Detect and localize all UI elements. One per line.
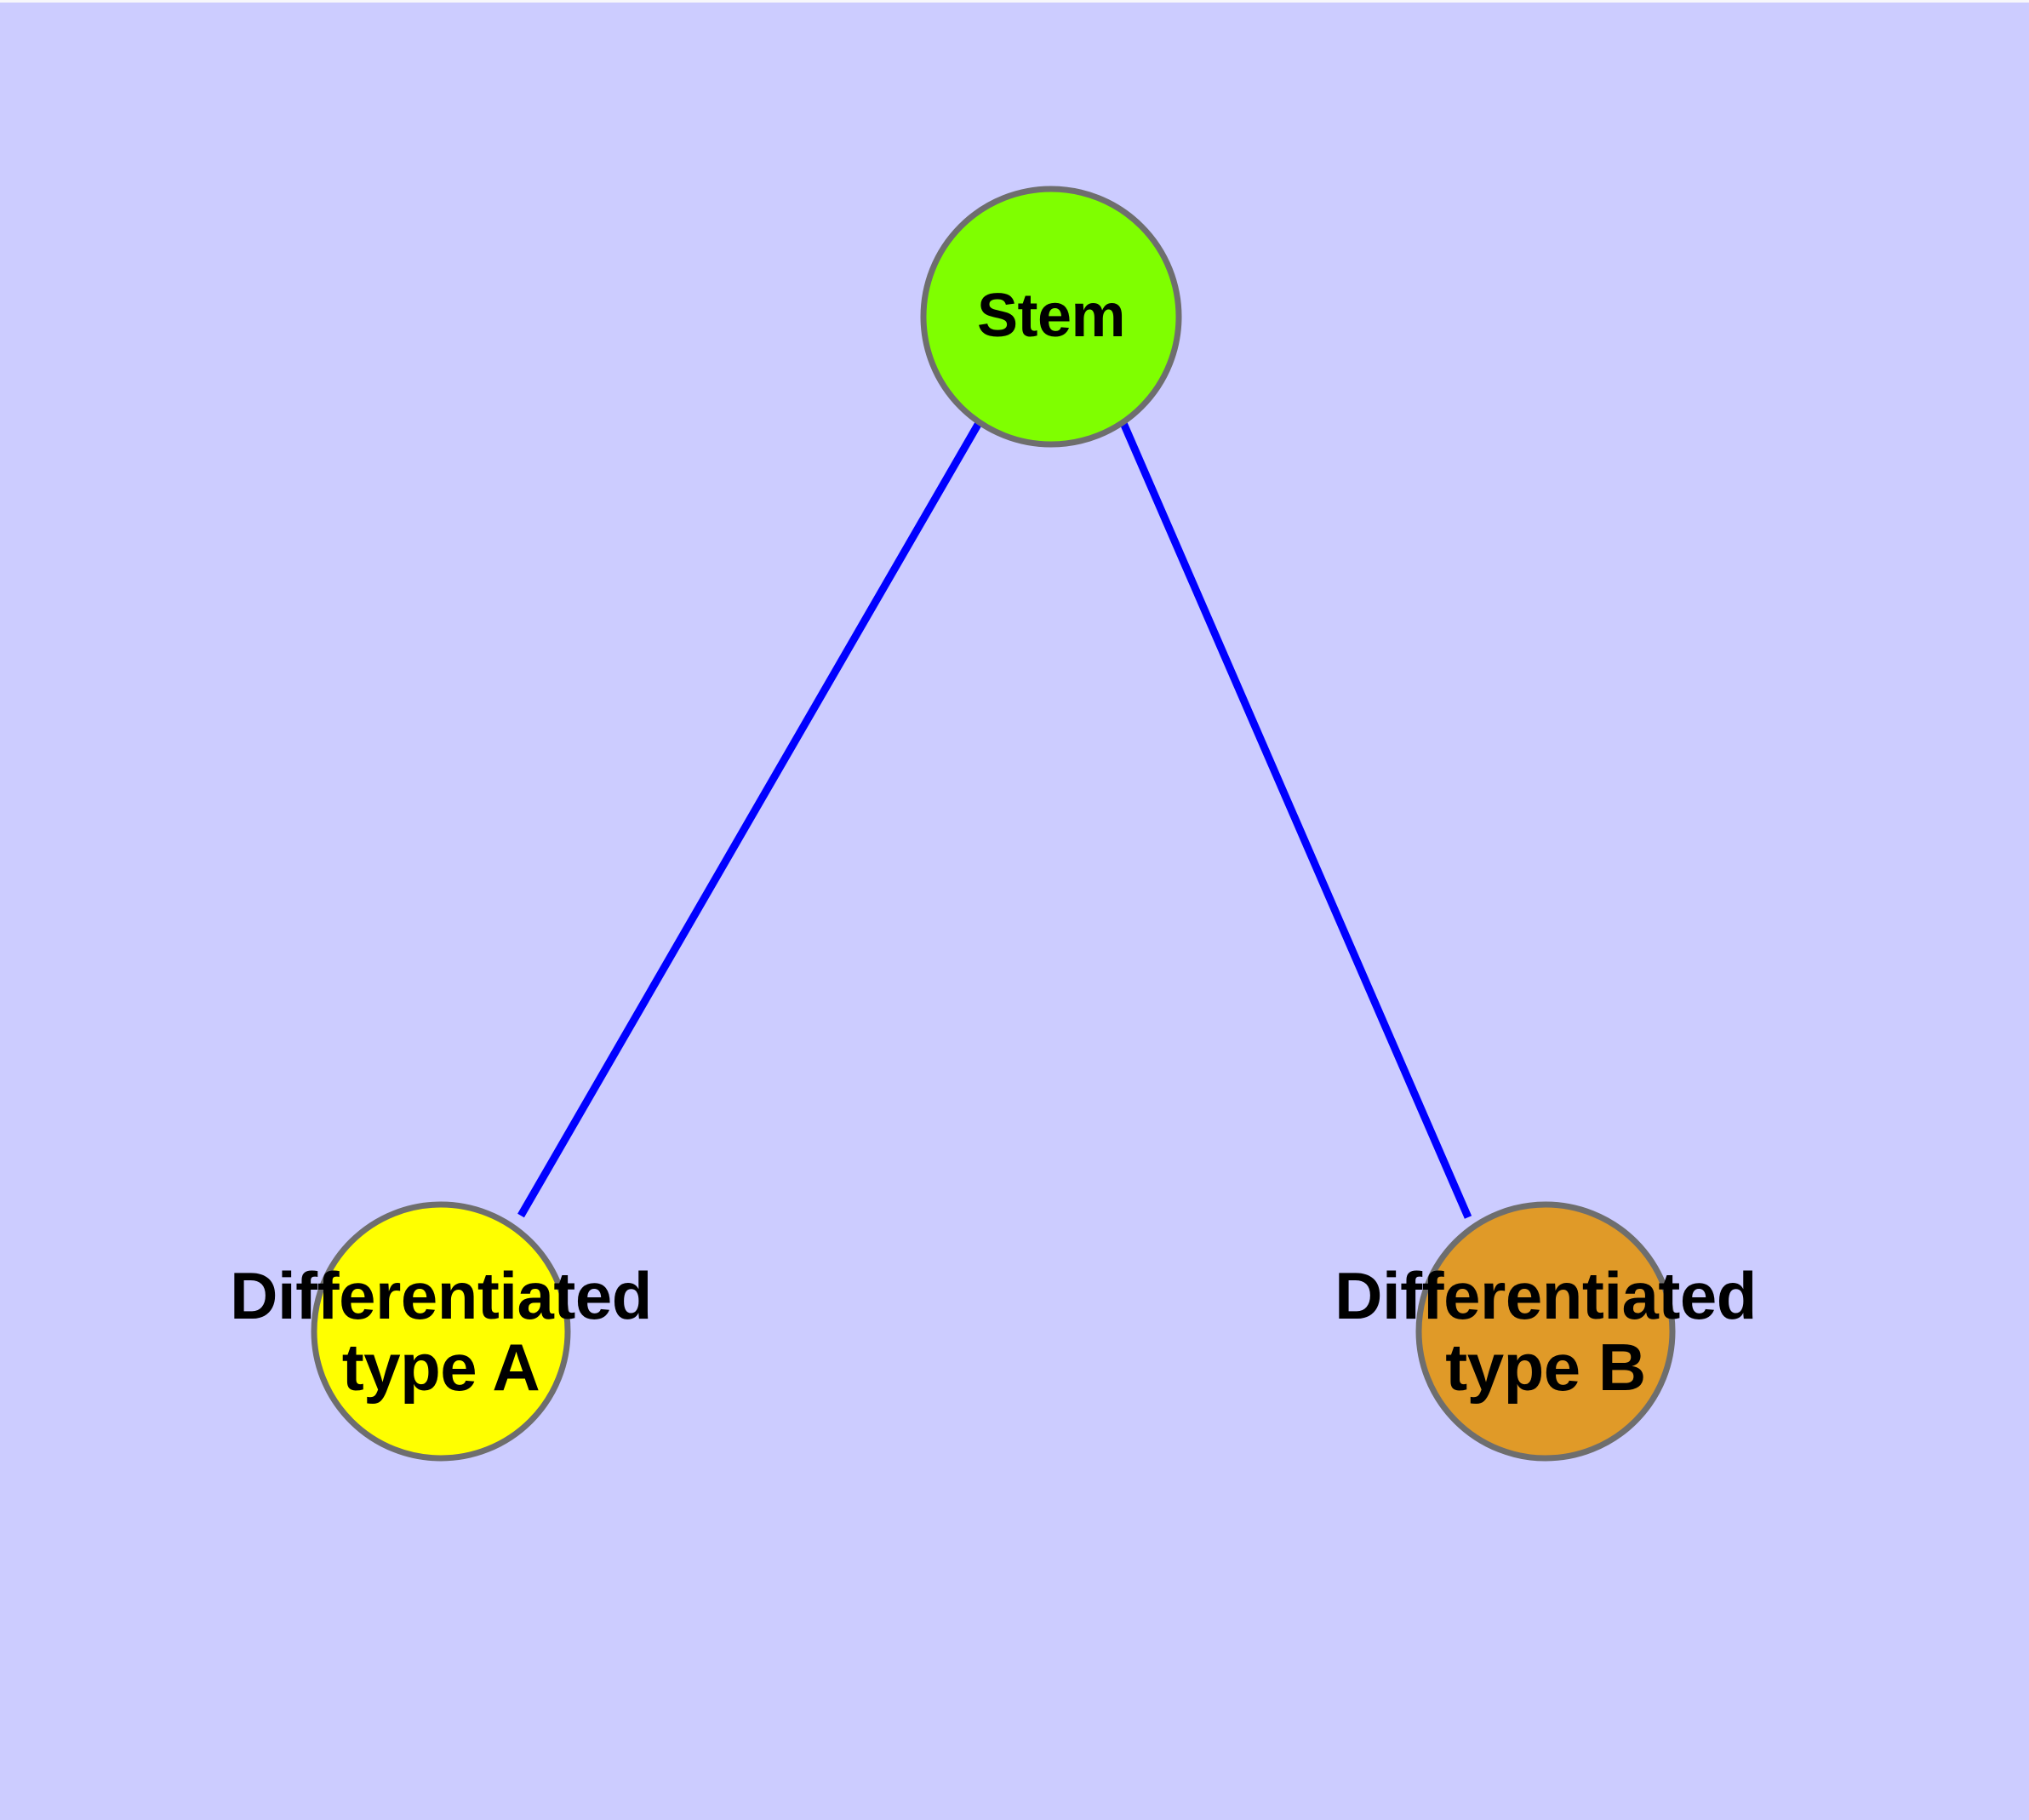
edge-layer	[517, 421, 1472, 1219]
node-layer	[311, 186, 1676, 1462]
canvas-top-margin	[0, 0, 2029, 3]
edge-stem-to-differentiated-type-a	[517, 421, 982, 1218]
node-stem[interactable]	[920, 186, 1182, 448]
edge-stem-to-differentiated-type-b	[1119, 421, 1472, 1219]
node-differentiated-type-a[interactable]	[311, 1201, 571, 1462]
node-differentiated-type-b[interactable]	[1415, 1201, 1676, 1462]
